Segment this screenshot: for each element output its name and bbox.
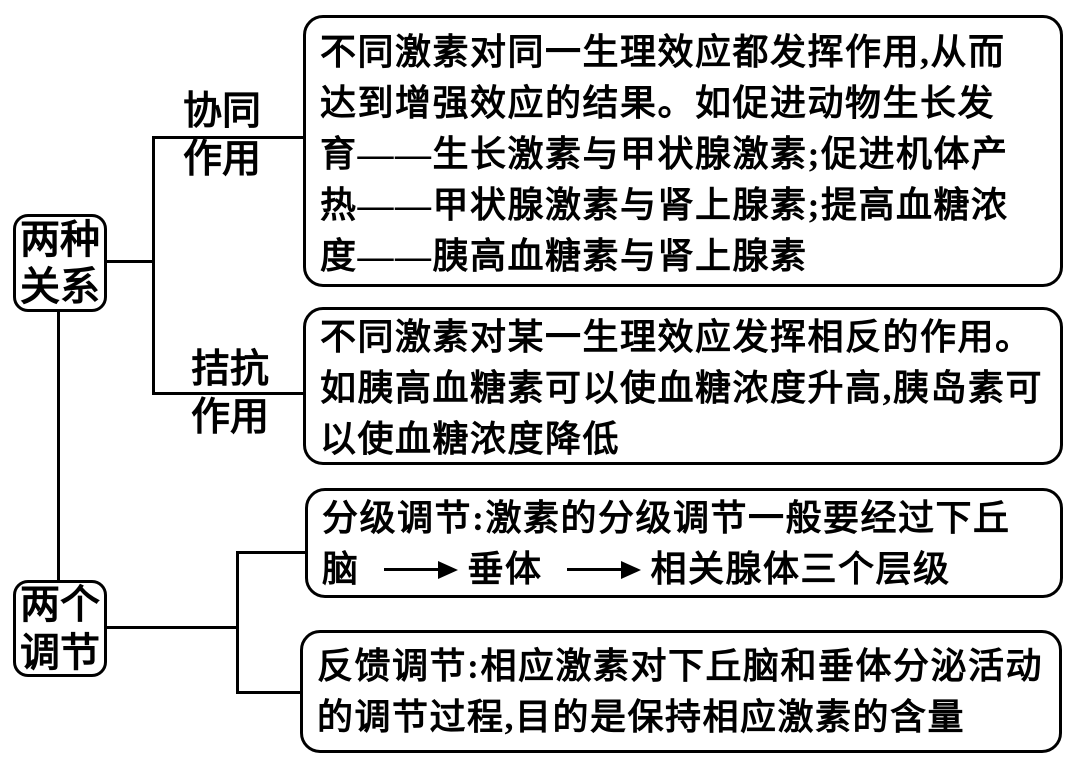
box-antagonism-detail: 不同激素对某一生理效应发挥相反的作用。 如胰高血糖素可以使血糖浓度升高,胰岛素可…	[303, 307, 1063, 465]
text-line: 热——甲状腺激素与肾上腺素;提高血糖浓	[320, 185, 1009, 225]
text-line: 不同激素对同一生理效应都发挥作用,从而	[320, 32, 1006, 72]
node-two-regulations: 两个 调节	[13, 580, 107, 677]
text-line: 度——胰高血糖素与肾上腺素	[320, 236, 808, 276]
text-line: 分级调节:激素的分级调节一般要经过下丘	[322, 498, 1011, 538]
box-hierarchical-regulation: 分级调节:激素的分级调节一般要经过下丘 脑 垂体 相关腺体三个层级	[305, 488, 1063, 598]
text-line: 如胰高血糖素可以使血糖浓度升高,胰岛素可	[320, 368, 1044, 408]
connector-regulations-branch-trunk	[236, 551, 239, 694]
connector-synergy-branch	[152, 136, 303, 139]
hierarchy-flow-line: 脑 垂体 相关腺体三个层级	[322, 544, 1052, 595]
node-label-line: 两种	[20, 216, 100, 262]
text-line: 的调节过程,目的是保持相应激素的含量	[317, 697, 966, 737]
arrow-right-icon	[566, 568, 621, 571]
flow-node-hypothalamus: 脑	[322, 549, 360, 589]
branch-label-synergy: 协同 作用	[172, 88, 272, 184]
text-line: 以使血糖浓度降低	[320, 419, 621, 459]
text-line: 育——生长激素与甲状腺激素;促进机体产	[320, 134, 1009, 174]
text-line: 反馈调节:相应激素对下丘脑和垂体分泌活动	[317, 646, 1043, 686]
arrow-right-icon	[383, 568, 438, 571]
text-line: 不同激素对某一生理效应发挥相反的作用。	[320, 317, 1033, 357]
branch-label-line: 拮抗	[190, 348, 269, 391]
connector-hierarchical-branch	[236, 551, 305, 554]
branch-label-line: 作用	[182, 138, 261, 181]
box-synergy-detail: 不同激素对同一生理效应都发挥作用,从而 达到增强效应的结果。如促进动物生长发 育…	[303, 15, 1063, 287]
flow-node-target-glands: 相关腺体三个层级	[650, 549, 951, 589]
connector-regulations-right	[107, 626, 239, 629]
node-label-line: 关系	[20, 264, 100, 309]
node-two-relations: 两种 关系	[13, 214, 107, 312]
box-feedback-regulation: 反馈调节:相应激素对下丘脑和垂体分泌活动 的调节过程,目的是保持相应激素的含量	[300, 630, 1062, 753]
connector-antagonism-branch	[152, 392, 303, 395]
branch-label-line: 作用	[190, 396, 269, 439]
branch-label-line: 协同	[182, 90, 261, 133]
node-label-line: 调节	[20, 629, 100, 675]
flow-node-pituitary: 垂体	[467, 549, 543, 589]
connector-feedback-branch	[236, 691, 300, 694]
branch-label-antagonism: 拮抗 作用	[180, 346, 280, 442]
connector-relations-to-regulations	[57, 312, 60, 580]
connector-relations-right	[107, 260, 153, 263]
text-line: 达到增强效应的结果。如促进动物生长发	[320, 83, 996, 123]
node-label-line: 两个	[20, 582, 100, 628]
connector-relations-branch-trunk	[152, 136, 155, 395]
